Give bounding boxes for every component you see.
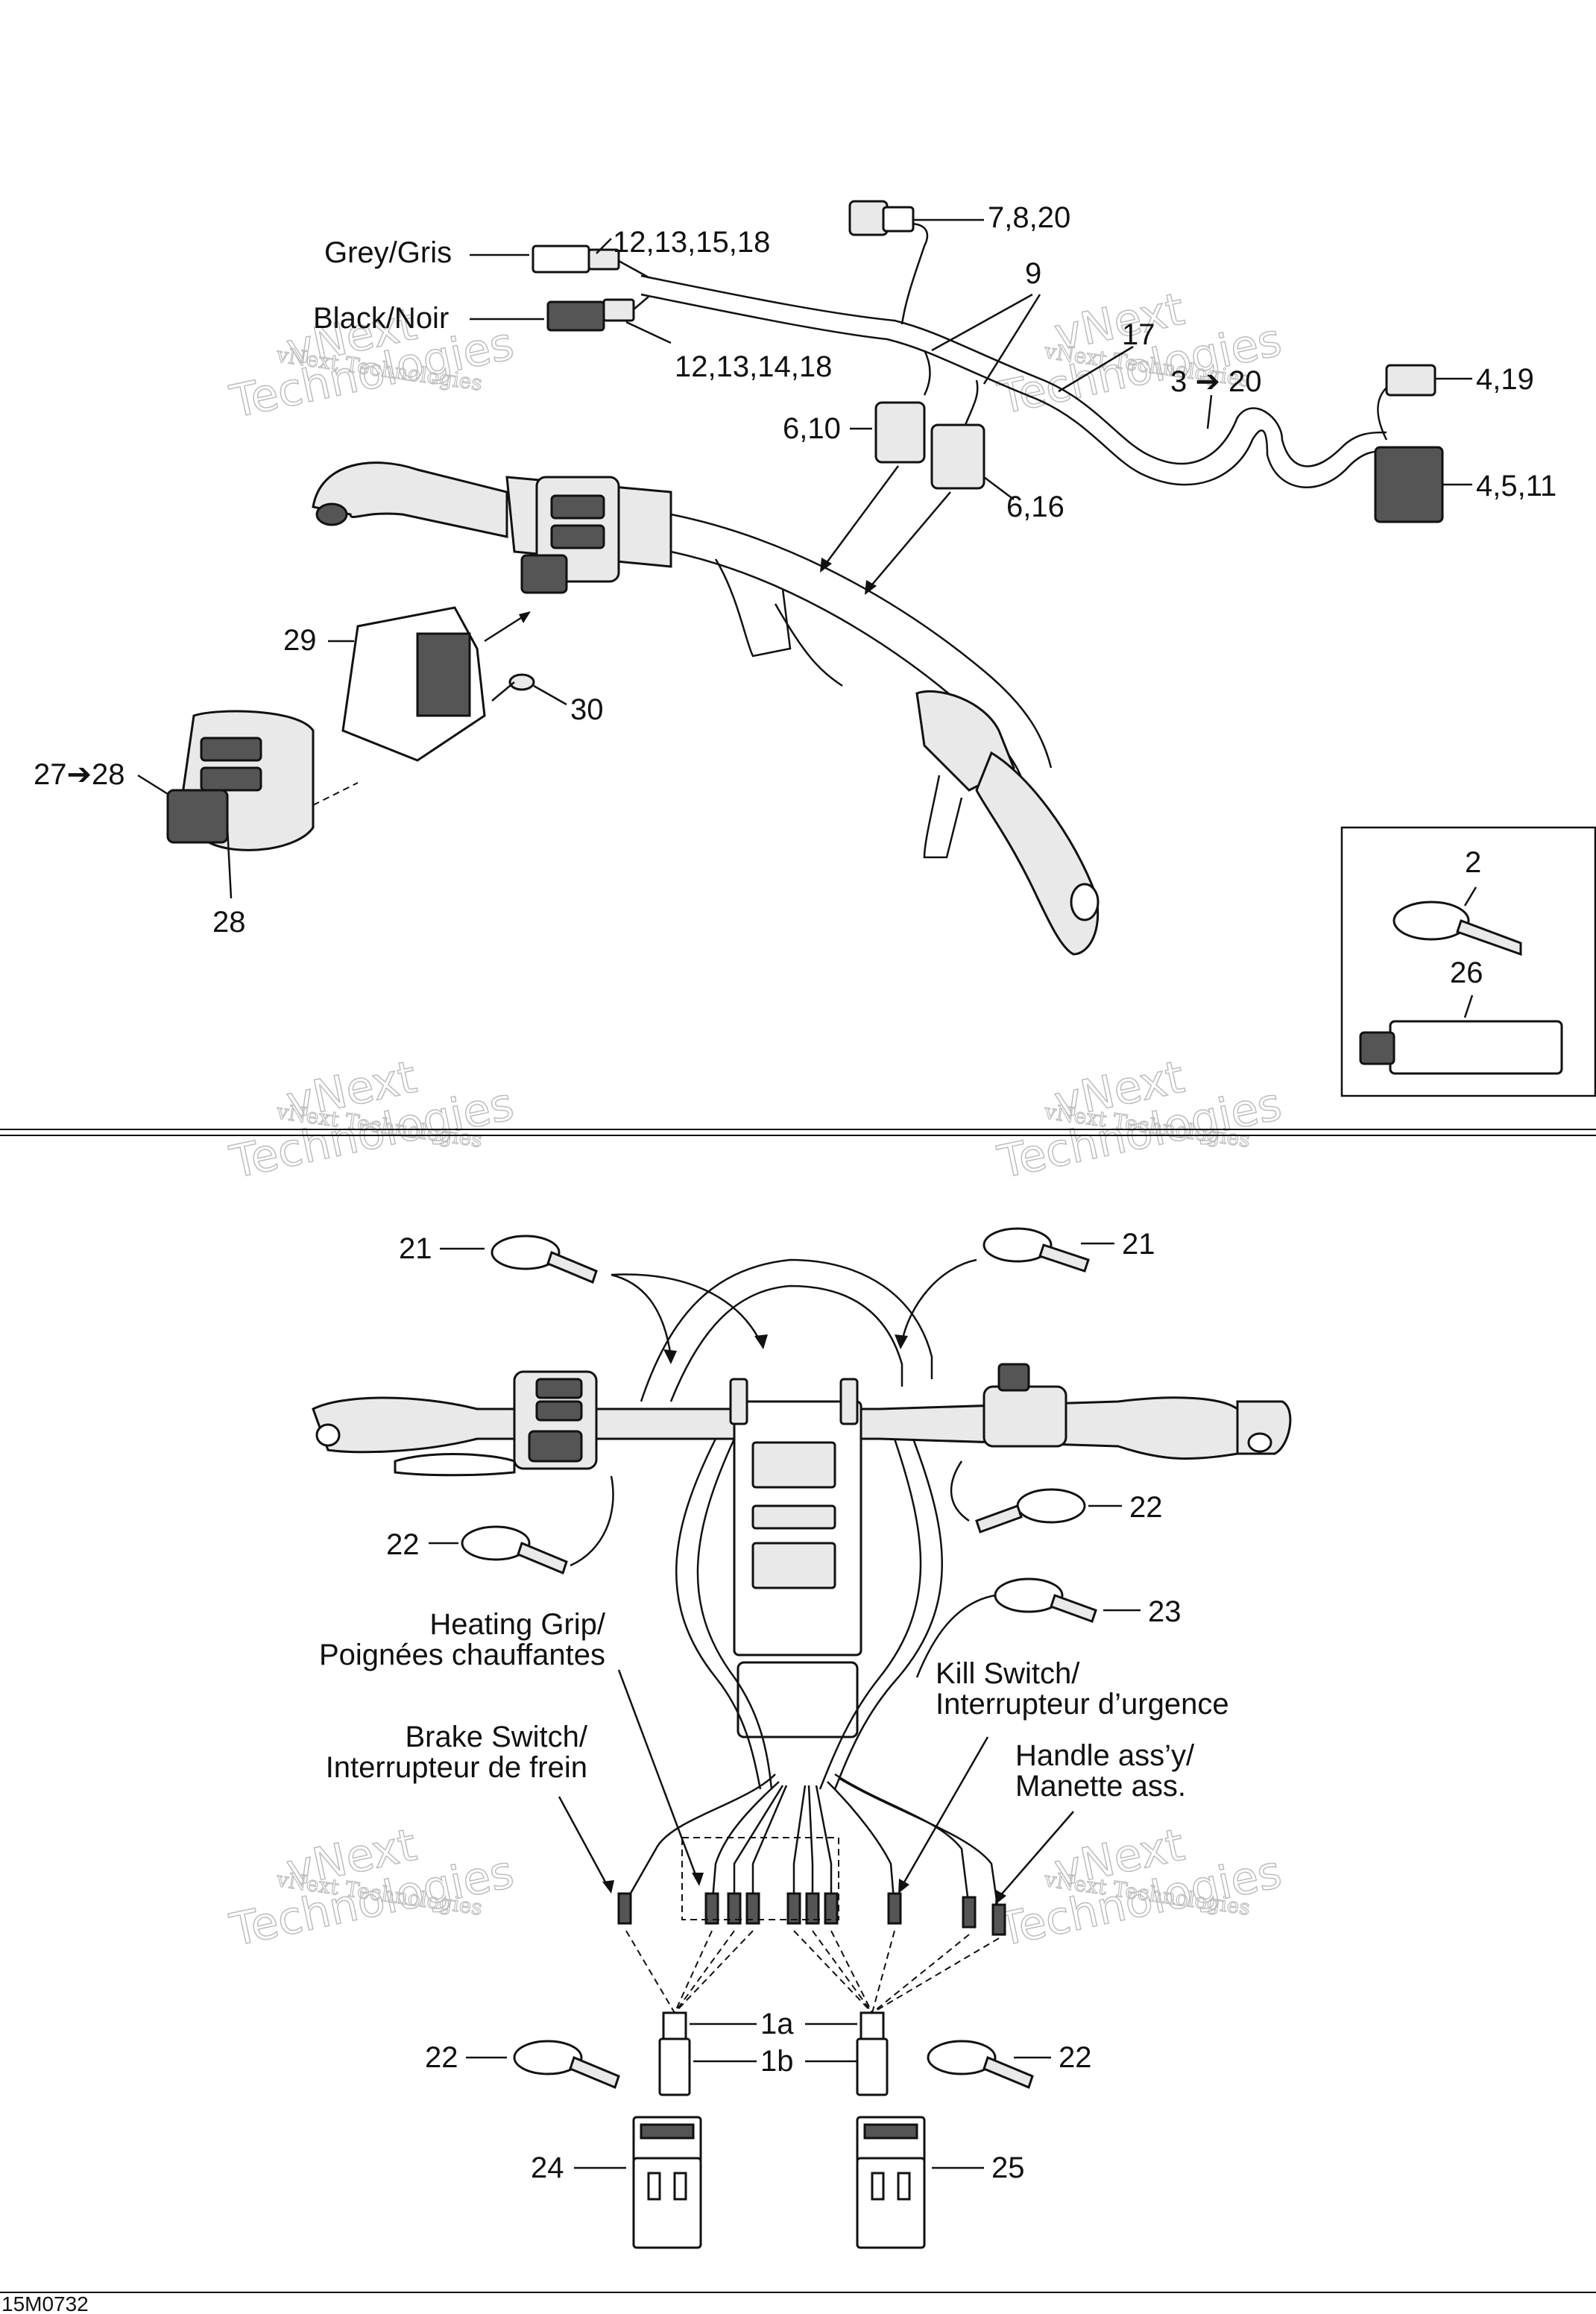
callout-3-20: 3 ➔ 20 xyxy=(1170,365,1261,398)
watermark-4: vNext vNext Technologies Technologies xyxy=(993,1050,1287,1190)
callout-26: 26 xyxy=(1450,956,1483,989)
callout-21-right: 21 xyxy=(1122,1228,1155,1261)
callout-7-8-20: 7,8,20 xyxy=(988,201,1070,234)
brake-lever xyxy=(394,1453,516,1477)
main-harness xyxy=(640,274,1387,467)
connector-group-box xyxy=(681,1837,839,1920)
leader-handle xyxy=(998,1811,1074,1898)
cable-tie-22-upper-left xyxy=(429,1475,614,1575)
callout-22-lower-right: 22 xyxy=(1059,2041,1092,2074)
label-heating-grip-en: Heating Grip/ xyxy=(429,1608,606,1641)
arrow-6-10 xyxy=(822,465,900,567)
label-heating-grip-fr: Poignées chauffantes xyxy=(319,1639,605,1671)
label-brake-switch-en: Brake Switch/ xyxy=(405,1721,587,1753)
leader-kill-switch xyxy=(900,1736,989,1887)
mount-plate xyxy=(729,1378,862,1738)
watermark-3: vNext vNext Technologies Technologies xyxy=(225,1050,519,1190)
leader-9a xyxy=(931,293,1033,352)
connector-4-19 xyxy=(1377,364,1472,441)
callout-22-lower-left: 22 xyxy=(425,2041,458,2074)
connector-grey xyxy=(470,238,649,279)
cable-tie-22-lower-right xyxy=(927,2040,1051,2090)
watermark-6: vNext vNext Technologies Technologies xyxy=(993,1818,1287,1958)
cable-tie-2 xyxy=(1392,886,1522,956)
drawing-code: 15M0732 xyxy=(1,2292,89,2314)
label-kill-switch-fr: Interrupteur d’urgence xyxy=(936,1688,1229,1721)
module-4-5-11 xyxy=(1374,446,1472,523)
cable-tie-21-right xyxy=(895,1227,1114,1349)
callout-17: 17 xyxy=(1122,318,1155,351)
upper-handlebar xyxy=(312,461,1100,956)
cable-tie-21-left xyxy=(440,1235,768,1364)
label-grey: Grey/Gris xyxy=(324,236,452,269)
splice-left xyxy=(658,2011,691,2096)
callout-6-16: 6,16 xyxy=(1006,491,1064,523)
main-harness-edge xyxy=(640,293,1387,488)
right-throttle-block xyxy=(982,1363,1067,1448)
lower-routing-view xyxy=(312,1227,1292,2249)
label-brake-switch-fr: Interrupteur de frein xyxy=(326,1751,587,1784)
label-handle-fr: Manette ass. xyxy=(1015,1770,1186,1803)
connector-7-8-20 xyxy=(848,200,984,236)
callout-6-10: 6,10 xyxy=(783,412,841,445)
label-black: Black/Noir xyxy=(313,302,449,335)
watermark-2: vNext vNext Technologies Technologies xyxy=(993,283,1287,426)
labels: 12,13,15,18 Grey/Gris Black/Noir 12,13,1… xyxy=(1,201,1556,2314)
leader-3-20 xyxy=(1206,394,1213,429)
wire-left-loop-2 xyxy=(696,1438,773,1790)
housing-29 xyxy=(328,606,531,762)
connector-black xyxy=(470,296,672,344)
callout-24: 24 xyxy=(531,2151,564,2184)
wire-ends xyxy=(617,1773,1006,1936)
callout-28: 28 xyxy=(212,906,246,939)
connector-6-16 xyxy=(930,379,1015,500)
callout-12-13-14-18: 12,13,14,18 xyxy=(675,350,832,383)
inset-box xyxy=(1340,826,1596,1097)
label-kill-switch-en: Kill Switch/ xyxy=(936,1657,1080,1690)
callout-29: 29 xyxy=(283,624,317,657)
connector-6-10 xyxy=(850,350,931,464)
screw-30 xyxy=(491,673,567,706)
branch-7-8-20 xyxy=(900,222,929,325)
leader-brake-switch xyxy=(558,1796,609,1887)
wire-left-loop xyxy=(675,1438,762,1790)
callout-22-upper-right: 22 xyxy=(1129,1491,1163,1524)
callout-4-5-11: 4,5,11 xyxy=(1476,470,1556,502)
leader-9b xyxy=(982,294,1041,385)
cable-tie-22-upper-right xyxy=(950,1460,1122,1533)
wire-right-loop-2 xyxy=(833,1438,943,1790)
callout-21-left: 21 xyxy=(399,1232,432,1265)
callout-2: 2 xyxy=(1465,846,1481,879)
connector-block-24 xyxy=(574,2116,702,2249)
callout-9: 9 xyxy=(1025,257,1041,290)
callout-23: 23 xyxy=(1148,1595,1182,1628)
leader-17 xyxy=(1058,345,1134,393)
callout-1a: 1a xyxy=(760,2008,794,2040)
callout-30: 30 xyxy=(570,693,604,726)
tube-26 xyxy=(1359,994,1563,1075)
label-handle-en: Handle ass’y/ xyxy=(1015,1739,1195,1772)
switch-assembly-27-28 xyxy=(137,710,359,899)
connector-block-25 xyxy=(856,2116,984,2249)
callout-22-upper-left: 22 xyxy=(386,1528,420,1561)
cable-tie-23 xyxy=(915,1577,1141,1678)
arrow-6-16 xyxy=(868,491,951,590)
cable-tie-22-lower-left xyxy=(466,2040,620,2090)
callout-27-28: 27➔28 xyxy=(34,758,125,791)
splice-right xyxy=(856,2011,889,2096)
watermark-5: vNext vNext Technologies Technologies xyxy=(225,1818,519,1958)
wire-right-loop xyxy=(818,1438,922,1790)
callout-4-19: 4,19 xyxy=(1476,363,1534,396)
callout-25: 25 xyxy=(991,2151,1025,2184)
left-switch-block xyxy=(513,1370,598,1470)
riser-bar-inner xyxy=(669,1284,903,1402)
leader-heating-grip xyxy=(617,1669,698,1879)
splice-dashes xyxy=(625,1930,1000,2014)
callout-12-13-15-18: 12,13,15,18 xyxy=(613,226,770,259)
callout-1b: 1b xyxy=(760,2045,794,2078)
upper-harness-view xyxy=(137,200,1472,956)
